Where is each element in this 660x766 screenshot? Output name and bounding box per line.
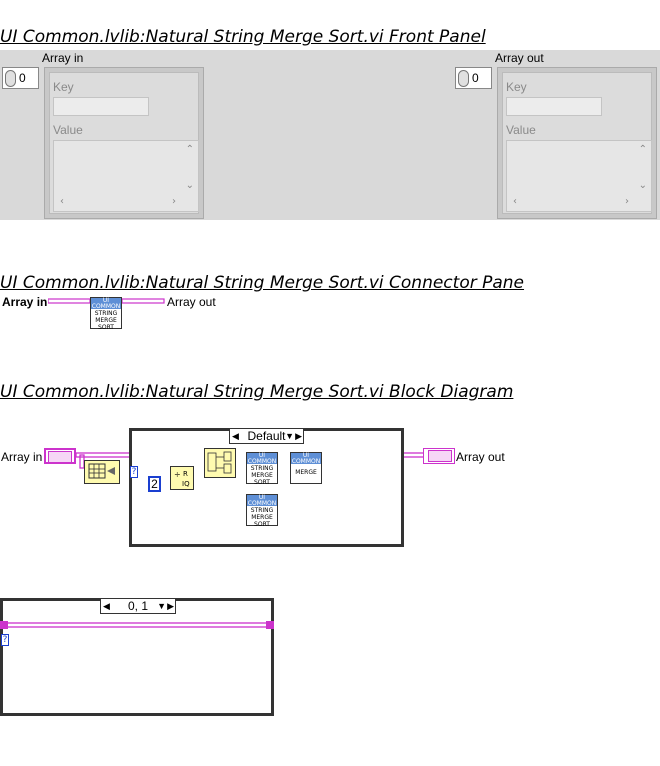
case-0-1-wire [0,621,274,629]
case-selector-0-1[interactable]: ◀ 0, 1 ▼ ▶ [100,598,176,614]
case-0-1-selector-terminal[interactable]: ? [1,634,9,646]
increment-arrow-icon[interactable]: ▶ [295,431,302,441]
array-terminal-icon [48,451,72,463]
bd-output-label: Array out [456,450,505,464]
case-selector-terminal[interactable]: ? [130,466,138,478]
case-selector-label: 0, 1 [127,599,148,613]
svg-text:R: R [183,470,188,478]
subvi-header: UI COMMON [291,452,321,465]
scroll-up-icon[interactable]: ⌃ [638,144,647,155]
scroll-right-icon[interactable]: › [625,196,629,207]
connector-icon-text: STRING MERGE SORT [94,310,118,331]
connector-icon-header: UI COMMON [91,297,121,310]
array-terminal-icon [428,450,452,462]
array-out-cluster: Key Value ⌃ ⌄ ‹ › [502,72,652,214]
array-in-index-display[interactable]: 0 [2,67,39,89]
array-size-function[interactable] [84,460,120,484]
numeric-constant[interactable]: 2 [148,476,161,492]
case-selector[interactable]: ◀ Default ▼ ▶ [229,428,304,444]
table-grid-icon [88,463,115,479]
bd-input-label: Array in [1,450,43,464]
array-in-value-field[interactable]: ⌃ ⌄ ‹ › [53,140,199,212]
scroll-left-icon[interactable]: ‹ [513,196,517,207]
array-out-terminal[interactable] [423,448,455,464]
subvi-text: MERGE [295,469,317,476]
connector-output-wire [121,298,165,304]
scroll-down-icon[interactable]: ⌄ [185,180,194,191]
svg-text:÷: ÷ [174,470,181,479]
connector-pane-icon: UI COMMON STRING MERGE SORT [90,297,122,331]
array-out-index-value: 0 [472,71,479,85]
array-in-cluster: Key Value ⌃ ⌄ ‹ › [49,72,199,214]
connector-pane-title: UI Common.lvlib:Natural String Merge Sor… [0,273,525,293]
index-spinner-icon[interactable] [458,70,469,87]
case-selector-label: Default [247,429,286,443]
increment-arrow-icon[interactable]: ▶ [167,601,174,611]
block-diagram-title: UI Common.lvlib:Natural String Merge Sor… [0,382,514,402]
front-panel-title: UI Common.lvlib:Natural String Merge Sor… [0,27,486,47]
case-structure-0-1[interactable] [0,598,274,716]
array-out-key-label: Key [506,80,527,94]
subvi-header: UI COMMON [247,494,277,507]
array-in-key-field[interactable] [53,97,149,116]
array-in-value-label: Value [53,123,83,137]
array-in-index-value: 0 [19,71,26,85]
array-out-value-label: Value [506,123,536,137]
array-in-key-label: Key [53,80,74,94]
string-merge-sort-subvi-1[interactable]: UI COMMON STRING MERGE SORT [246,452,278,486]
dropdown-arrow-icon[interactable]: ▼ [285,431,294,441]
connector-input-wire [48,298,91,304]
subvi-text: STRING MERGE SORT [250,465,274,486]
array-out-value-field[interactable]: ⌃ ⌄ ‹ › [506,140,652,212]
quotient-remainder-function[interactable]: ÷ R IQ [170,466,194,490]
connector-input-label: Array in [2,295,48,309]
string-merge-sort-subvi-2[interactable]: UI COMMON STRING MERGE SORT [246,494,278,528]
subvi-header: UI COMMON [247,452,277,465]
scroll-up-icon[interactable]: ⌃ [185,144,194,155]
split-array-function[interactable] [204,448,236,478]
subvi-text: STRING MERGE SORT [250,507,274,528]
array-in-label: Array in [42,51,84,65]
svg-text:IQ: IQ [182,480,190,488]
merge-subvi[interactable]: UI COMMON MERGE [290,452,322,484]
index-spinner-icon[interactable] [5,70,16,87]
array-in-element-frame: Key Value ⌃ ⌄ ‹ › [44,67,204,219]
array-out-index-display[interactable]: 0 [455,67,492,89]
dropdown-arrow-icon[interactable]: ▼ [157,601,166,611]
array-out-key-field[interactable] [506,97,602,116]
scroll-right-icon[interactable]: › [172,196,176,207]
array-in-terminal[interactable] [44,448,76,464]
connector-output-label: Array out [167,295,216,309]
quotient-remainder-icon: ÷ R IQ [174,470,190,488]
array-out-label: Array out [495,51,544,65]
decrement-arrow-icon[interactable]: ◀ [103,601,110,611]
scroll-left-icon[interactable]: ‹ [60,196,64,207]
decrement-arrow-icon[interactable]: ◀ [232,431,239,441]
array-out-element-frame: Key Value ⌃ ⌄ ‹ › [497,67,657,219]
split-array-icon [207,451,232,474]
scroll-down-icon[interactable]: ⌄ [638,180,647,191]
